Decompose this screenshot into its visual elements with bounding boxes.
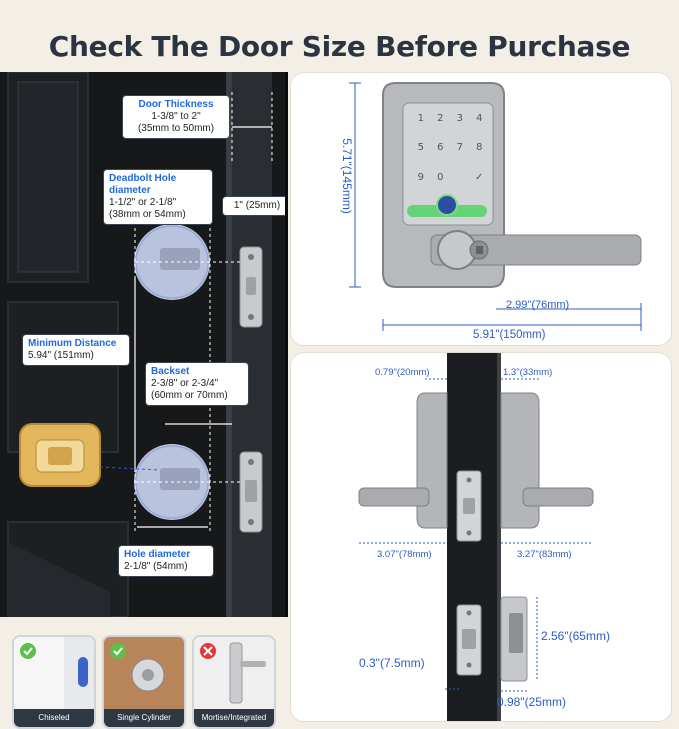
- front-height-label: 5.71"(145mm): [339, 138, 354, 214]
- min-distance-heading: Minimum Distance: [28, 338, 117, 349]
- total-width-label: 5.91"(150mm): [473, 329, 546, 341]
- keypad-key: 4: [476, 113, 483, 124]
- chiseled-illustration: [14, 637, 94, 709]
- backset-line1: 2-3/8" or 2-3/4": [151, 378, 219, 389]
- front-view-svg: [349, 82, 642, 331]
- strike-height-label: 2.56"(65mm): [541, 629, 610, 643]
- keypad-key: 1: [417, 113, 424, 124]
- mortise-illustration: [194, 637, 274, 709]
- min-distance-callout: Minimum Distance 5.94" (151mm): [22, 334, 130, 366]
- backset-callout: Backset 2-3/8" or 2-3/4" (60mm or 70mm): [145, 362, 249, 406]
- option-mortise-label: Mortise/Integrated: [194, 709, 274, 727]
- min-distance-line1: 5.94" (151mm): [28, 350, 94, 361]
- inner-depth-label: 0.79"(20mm): [375, 367, 430, 378]
- single-cylinder-illustration: [104, 637, 184, 709]
- option-mortise: Mortise/Integrated: [192, 635, 276, 729]
- backset-line2: (60mm or 70mm): [151, 390, 228, 401]
- strike-width-label: 0.98"(25mm): [497, 695, 566, 709]
- edge-bore-callout: 1" (25mm): [222, 196, 285, 216]
- keypad-key: 5: [417, 142, 424, 154]
- keypad-key: ✓: [475, 171, 484, 183]
- door-thickness-line1: 1-3/8" to 2": [151, 111, 201, 122]
- side-view-panel: 0.79"(20mm) 1.3"(33mm) 3.07"(78mm) 3.27"…: [290, 352, 672, 722]
- hole-diameter-callout: Hole diameter 2-1/8" (54mm): [118, 545, 214, 577]
- hole-diameter-heading: Hole diameter: [124, 549, 191, 560]
- edge-bore-label: 1" (25mm): [233, 200, 281, 211]
- keypad-key: 9: [417, 171, 424, 183]
- door-thickness-line2: (35mm to 50mm): [137, 123, 215, 134]
- right-lever-label: 3.27"(83mm): [517, 549, 572, 560]
- door-illustration: Door Thickness 1-3/8" to 2" (35mm to 50m…: [0, 72, 288, 617]
- deadbolt-hole-heading: Deadbolt Hole diameter: [109, 173, 177, 196]
- keypad-key: 2: [437, 113, 444, 124]
- lever-length-label: 2.99"(76mm): [506, 299, 570, 311]
- keypad-key: 0: [437, 171, 444, 183]
- option-chiseled-label: Chiseled: [14, 709, 94, 727]
- page-title: Check The Door Size Before Purchase: [48, 30, 631, 63]
- option-chiseled: Chiseled: [12, 635, 96, 729]
- keypad-key: 3: [456, 113, 463, 124]
- option-single-cylinder-label: Single Cylinder: [104, 709, 184, 727]
- door-thickness-callout: Door Thickness 1-3/8" to 2" (35mm to 50m…: [122, 95, 230, 139]
- door-svg: [0, 72, 285, 617]
- install-options: Chiseled Single Cylinder Mortise/Integra…: [0, 617, 285, 729]
- keypad-key: [450, 172, 470, 193]
- keypad-key: 7: [456, 142, 463, 154]
- hole-diameter-line1: 2-1/8" (54mm): [124, 561, 188, 572]
- left-lever-label: 3.07"(78mm): [377, 549, 432, 560]
- door-thickness-heading: Door Thickness: [138, 99, 214, 110]
- backset-heading: Backset: [151, 366, 190, 377]
- outer-depth-label: 1.3"(33mm): [503, 367, 553, 378]
- deadbolt-hole-line2: (38mm or 54mm): [109, 209, 186, 220]
- strike-depth-label: 0.3"(7.5mm): [359, 656, 425, 670]
- option-single-cylinder: Single Cylinder: [102, 635, 186, 729]
- keypad-key: 8: [476, 142, 483, 154]
- deadbolt-hole-callout: Deadbolt Hole diameter 1-1/2" or 2-1/8" …: [103, 169, 213, 225]
- keypad-key: 6: [437, 142, 444, 154]
- side-view-svg: [358, 353, 594, 721]
- deadbolt-hole-line1: 1-1/2" or 2-1/8": [109, 197, 177, 208]
